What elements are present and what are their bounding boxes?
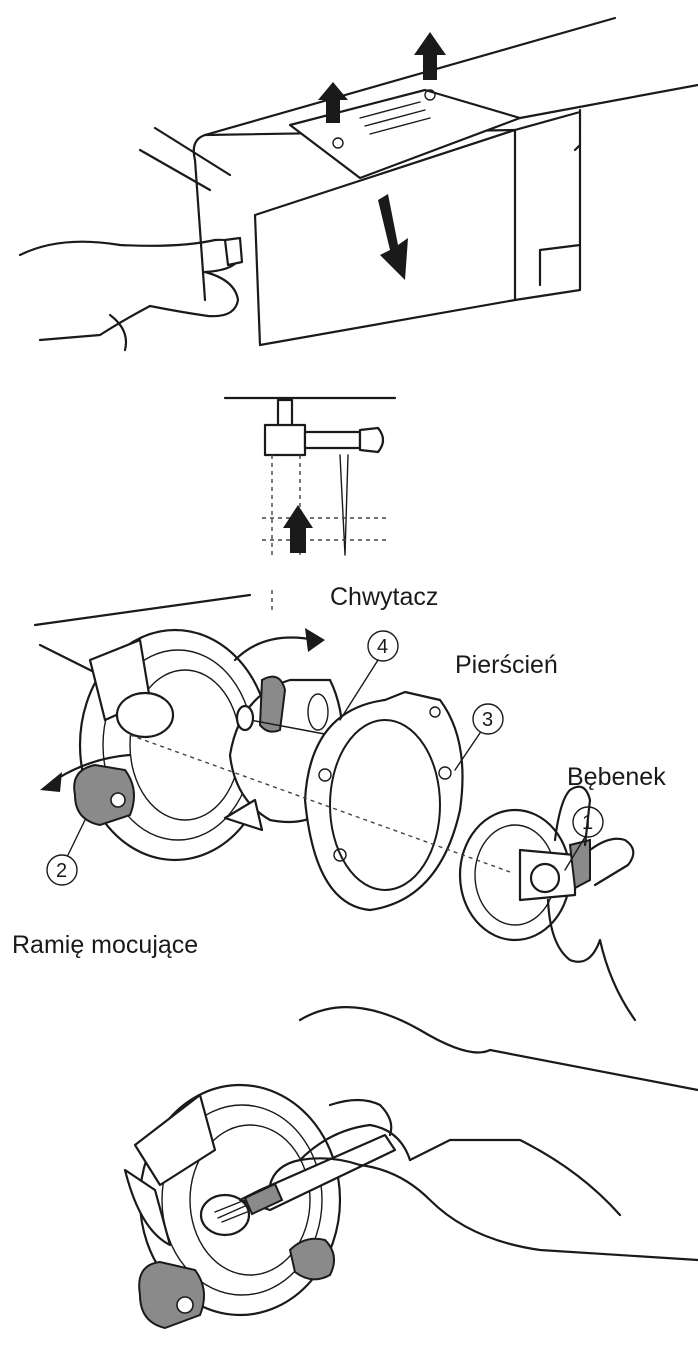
housing-opening bbox=[540, 245, 580, 285]
up-arrow-screw-right bbox=[414, 32, 446, 80]
race-ring-opening bbox=[330, 720, 440, 890]
clean-side-knob bbox=[290, 1239, 334, 1280]
cover-left-curve bbox=[194, 135, 205, 300]
clean-hand-middle bbox=[330, 1100, 391, 1135]
presser-dashed bbox=[262, 518, 390, 540]
callout-1: 1 bbox=[582, 812, 593, 834]
clamp-screw-body bbox=[305, 432, 360, 448]
hand-finger-1 bbox=[20, 240, 240, 272]
callout-2: 2 bbox=[56, 860, 67, 882]
bobbin-case-knob bbox=[531, 864, 559, 892]
bed-edge-line bbox=[35, 595, 250, 625]
needle-up-arrow bbox=[283, 505, 313, 553]
panel-remove-cover bbox=[20, 18, 698, 350]
hand-palm bbox=[40, 306, 150, 340]
callout-3: 3 bbox=[482, 709, 493, 731]
rotate-arrow-right-head bbox=[305, 628, 325, 652]
clean-hand-back bbox=[300, 1007, 698, 1090]
holder-arm bbox=[74, 765, 134, 825]
callout-leader-2 bbox=[68, 820, 85, 855]
holder-arm-screw bbox=[111, 793, 125, 807]
bobbin-hand-finger-2 bbox=[590, 839, 633, 885]
rotate-arrow-left-head bbox=[40, 772, 62, 792]
holder-arm-clean-screw bbox=[177, 1297, 193, 1313]
label-hook: Chwytacz bbox=[330, 583, 438, 611]
clamp-screw-head bbox=[360, 428, 383, 452]
panel-cleaning bbox=[125, 1007, 698, 1328]
callout-4: 4 bbox=[377, 636, 388, 658]
bobbin-hand-thumb bbox=[548, 900, 635, 1020]
housing-side bbox=[515, 112, 580, 300]
label-holder-arm: Ramię mocujące bbox=[12, 931, 198, 959]
cover-latch bbox=[225, 238, 242, 265]
label-race: Pierścień bbox=[455, 651, 558, 679]
bed-right-edge bbox=[520, 85, 698, 118]
rotate-arrow-right-shaft bbox=[235, 638, 315, 661]
hook-point-shade bbox=[260, 677, 285, 732]
clean-hand-palm bbox=[410, 1140, 620, 1215]
hand-finger-2 bbox=[150, 272, 238, 316]
needle-clamp bbox=[265, 425, 305, 455]
holder-arm-clean bbox=[139, 1262, 204, 1328]
panel-needle-bar bbox=[225, 398, 395, 612]
label-bobbin-case: Bębenek bbox=[567, 763, 666, 791]
hook-shaft-end bbox=[237, 706, 253, 730]
hook-base-hole bbox=[117, 693, 173, 737]
clean-hand-lower bbox=[360, 1165, 698, 1260]
